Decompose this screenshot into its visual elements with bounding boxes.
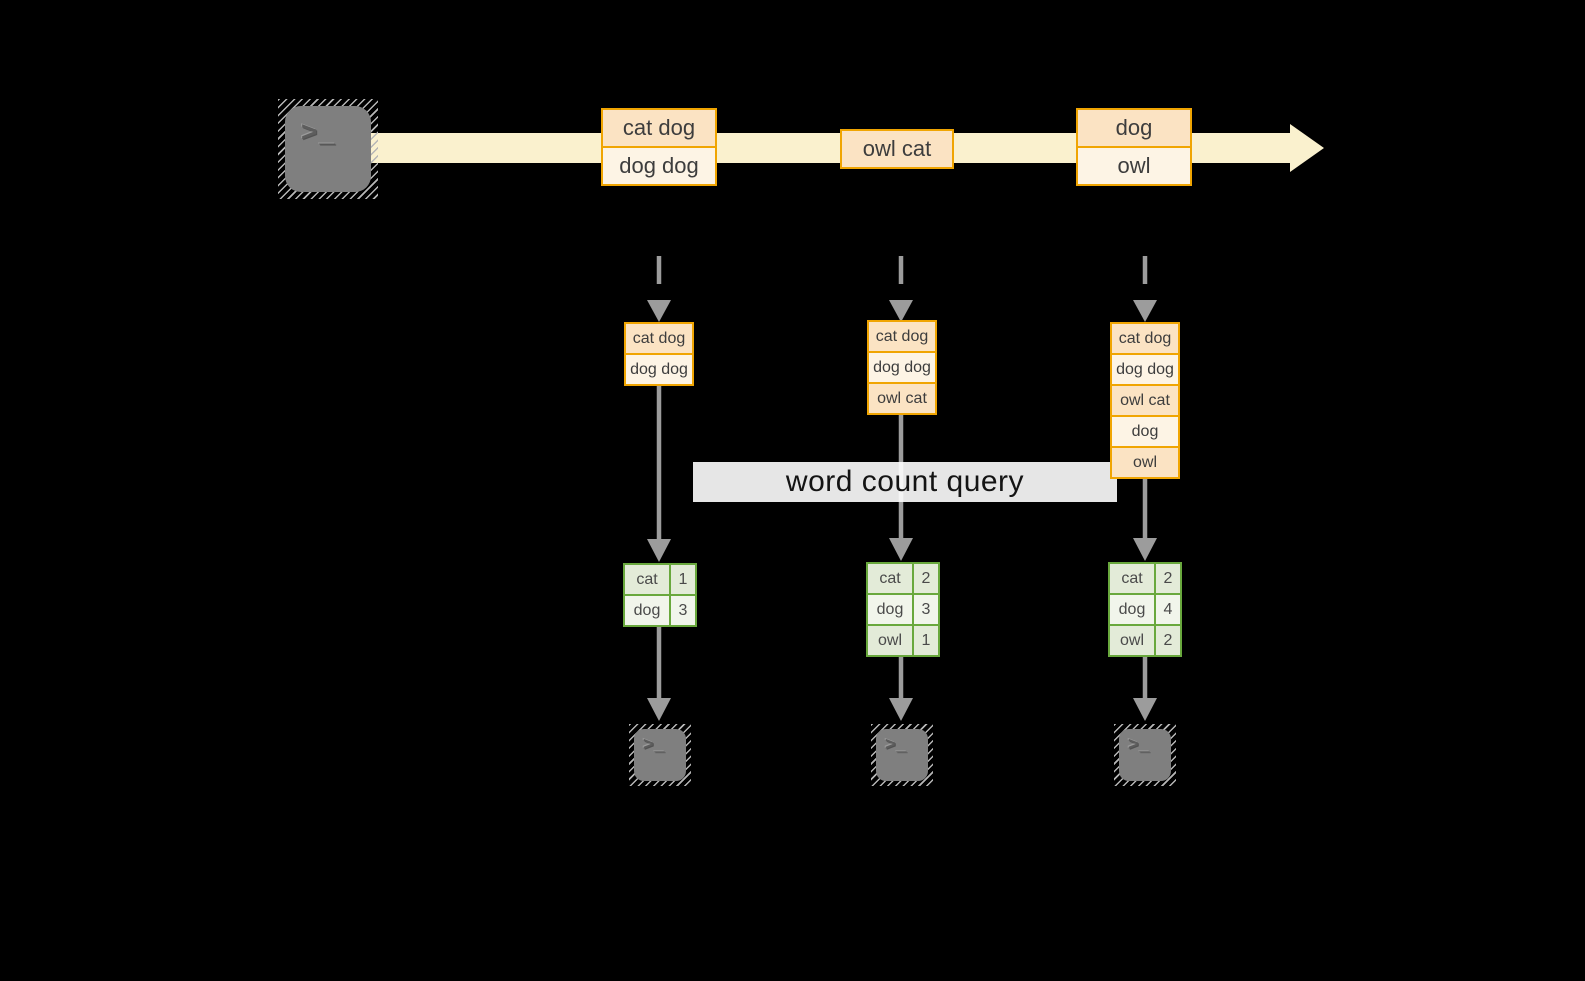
count-table-2: cat 2 dog 3 owl 1 [866,562,940,657]
stack-item: owl cat [869,384,935,413]
stack-item: cat dog [626,324,692,353]
count-cell: 1 [671,565,695,594]
terminal-body: >_ [876,729,928,781]
stack-item: owl [1112,448,1178,477]
count-cell-stale: 2 [1156,564,1180,593]
event-stack-3: cat dog dog dog owl cat dog owl [1110,322,1180,479]
terminal-prompt-icon: >_ [885,734,908,754]
count-cell-stale: 3 [914,595,938,624]
word-cell: cat [1110,564,1154,593]
terminal-body: >_ [634,729,686,781]
word-cell: owl [1110,626,1154,655]
event-stack-1: cat dog dog dog [624,322,694,386]
stack-item: cat dog [1112,324,1178,353]
count-cell: 2 [914,564,938,593]
output-terminal-icon-2: >_ [871,724,933,786]
stack-item: dog dog [1112,355,1178,384]
stream-event-box-3: dog owl [1076,108,1192,186]
count-cell: 4 [1156,595,1180,624]
stream-event: owl cat [842,131,952,167]
stream-event: cat dog [603,110,715,146]
terminal-prompt-icon: >_ [301,116,337,147]
stream-arrowhead-icon [1290,124,1324,172]
stream-event: owl [1078,148,1190,184]
stream-event: dog [1078,110,1190,146]
word-cell: dog [625,596,669,625]
count-table-1: cat 1 dog 3 [623,563,697,627]
stack-item: dog dog [869,353,935,382]
terminal-body: >_ [1119,729,1171,781]
word-cell: dog [1110,595,1154,624]
word-cell: owl [868,626,912,655]
terminal-prompt-icon: >_ [1128,734,1151,754]
word-cell: dog [868,595,912,624]
stream-event: dog dog [603,148,715,184]
event-stack-2: cat dog dog dog owl cat [867,320,937,415]
stack-item: dog [1112,417,1178,446]
word-cell: cat [625,565,669,594]
count-cell: 3 [671,596,695,625]
count-table-3: cat 2 dog 4 owl 2 [1108,562,1182,657]
count-cell: 2 [1156,626,1180,655]
stream-event-box-2: owl cat [840,129,954,169]
count-cell: 1 [914,626,938,655]
terminal-prompt-icon: >_ [643,734,666,754]
output-terminal-icon-3: >_ [1114,724,1176,786]
terminal-body: >_ [285,106,371,192]
stack-item: dog dog [626,355,692,384]
output-terminal-icon-1: >_ [629,724,691,786]
stack-item: owl cat [1112,386,1178,415]
word-count-query-label: word count query [693,462,1117,502]
word-cell: cat [868,564,912,593]
stream-event-box-1: cat dog dog dog [601,108,717,186]
source-terminal-icon: >_ [278,99,378,199]
stack-item: cat dog [869,322,935,351]
